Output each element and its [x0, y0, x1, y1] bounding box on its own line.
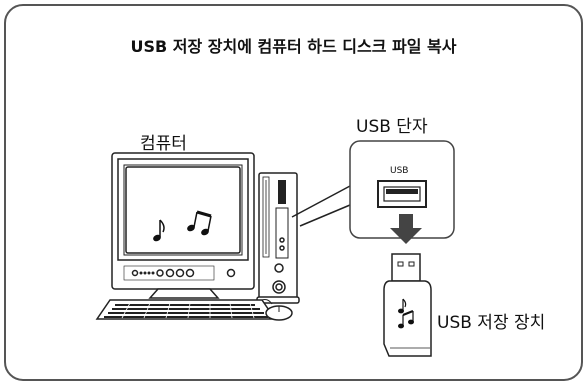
monitor [111, 152, 255, 299]
computer-illustration [95, 152, 300, 321]
usb-port-label: USB 단자 [356, 117, 428, 137]
usb-flash-drive [383, 253, 432, 357]
callout-lines [291, 185, 351, 227]
computer-label: 컴퓨터 [140, 134, 187, 154]
diagram-title: USB 저장 장치에 컴퓨터 하드 디스크 파일 복사 [130, 37, 457, 56]
keyboard [95, 299, 277, 320]
beamed-notes-icon [187, 210, 212, 236]
usb-device-label: USB 저장 장치 [437, 313, 546, 333]
tower-unit [256, 172, 300, 304]
down-arrow-icon [390, 214, 422, 244]
mouse [261, 299, 293, 321]
usb-port-small-label: USB [390, 166, 409, 176]
eighth-note-icon [153, 219, 165, 242]
